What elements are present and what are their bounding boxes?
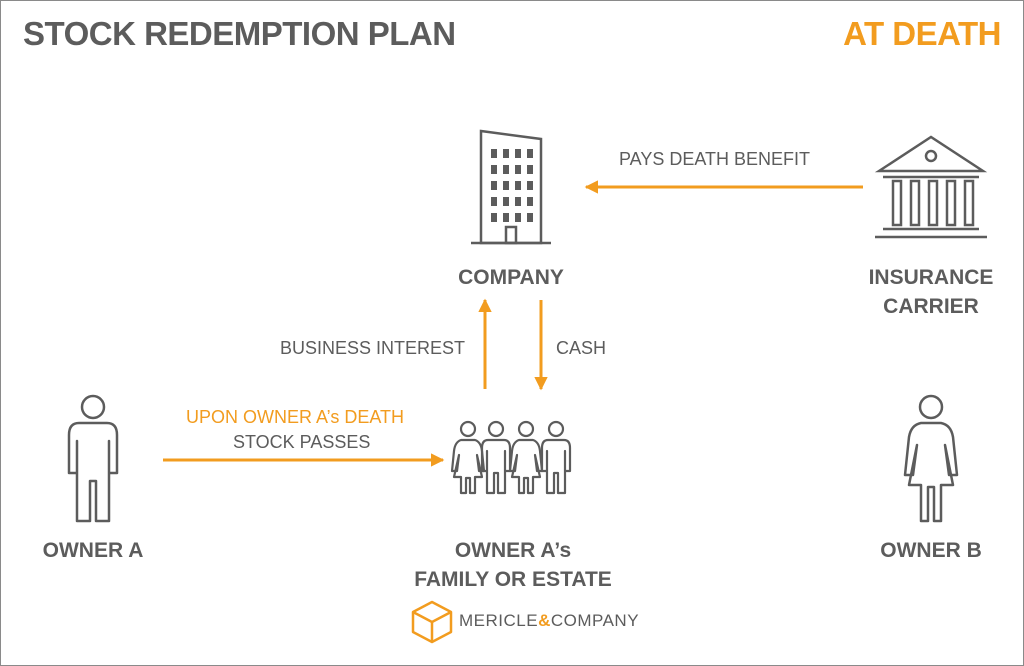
man-icon <box>67 394 119 523</box>
woman-icon <box>903 394 959 523</box>
owner-b-label: OWNER B <box>880 539 982 562</box>
family-label-line2: FAMILY OR ESTATE <box>414 568 612 591</box>
business-interest-label: BUSINESS INTEREST <box>280 338 466 358</box>
cube-icon <box>411 600 453 644</box>
owner-a-label: OWNER A <box>42 539 144 562</box>
office-building-icon <box>471 129 551 245</box>
family-icon <box>450 420 572 495</box>
insurance-carrier-label: INSURANCE CARRIER <box>851 263 1011 321</box>
upon-death-label: UPON OWNER A’s DEATH <box>186 407 405 427</box>
insurance-label-line1: INSURANCE <box>868 266 994 289</box>
insurance-label-line2: CARRIER <box>883 295 979 318</box>
cash-label: CASH <box>556 338 607 358</box>
pays-death-benefit-label: PAYS DEATH BENEFIT <box>619 149 811 169</box>
bank-building-icon <box>874 135 988 239</box>
company-label: COMPANY <box>458 266 564 289</box>
page-subtitle: AT DEATH <box>843 15 1001 52</box>
stock-passes-label: STOCK PASSES <box>233 432 371 452</box>
family-estate-label: OWNER A’s FAMILY OR ESTATE <box>413 536 613 594</box>
logo-name-part1: MERICLE <box>459 611 539 630</box>
logo-name-part2: COMPANY <box>550 611 640 630</box>
company-logo-text: MERICLE&COMPANY <box>459 611 639 631</box>
page-title: STOCK REDEMPTION PLAN <box>23 15 456 52</box>
logo-ampersand: & <box>538 611 551 630</box>
family-label-line1: OWNER A’s <box>454 539 572 562</box>
